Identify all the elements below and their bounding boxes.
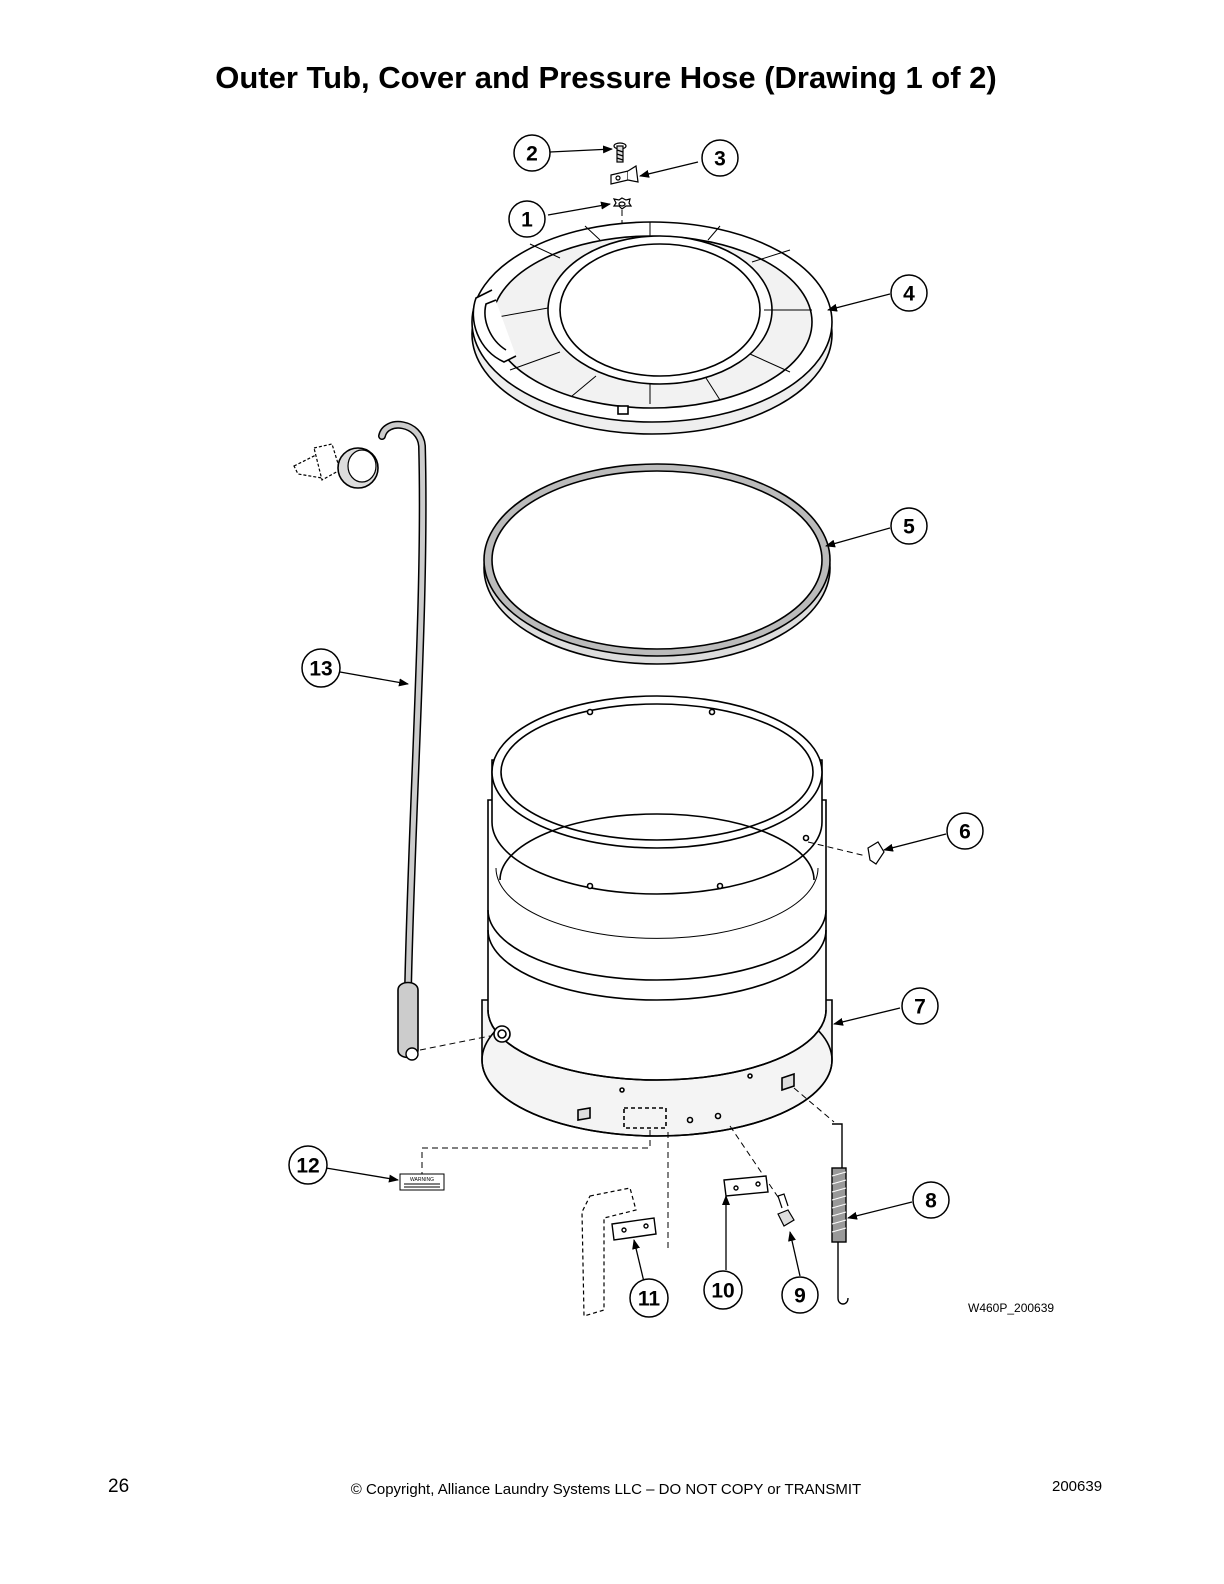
part-12-dash-line (421, 1130, 651, 1176)
part-13-pressure-hose (293, 420, 427, 1061)
document-code: 200639 (1052, 1478, 1103, 1495)
part-1-star-nut (612, 197, 633, 210)
page-title: Outer Tub, Cover and Pressure Hose (Draw… (215, 60, 997, 95)
svg-text:6: 6 (959, 821, 971, 844)
svg-text:9: 9 (794, 1285, 806, 1308)
part-4-tub-cover (471, 221, 833, 435)
part-5-ring-seal (483, 463, 831, 665)
svg-text:12: 12 (296, 1155, 319, 1178)
part-13-dash-line (419, 1035, 491, 1051)
leader-arrows (325, 145, 947, 1283)
callout-13: 13 (301, 648, 341, 688)
part-2-screw (613, 142, 627, 163)
callout-6: 6 (946, 812, 984, 850)
part-8-dash-line (793, 1087, 835, 1123)
callout-4: 4 (890, 274, 928, 312)
svg-text:1: 1 (521, 209, 533, 232)
callout-10: 10 (703, 1270, 743, 1310)
svg-text:5: 5 (903, 516, 915, 539)
drawing-code: W460P_200639 (968, 1301, 1054, 1315)
callout-2: 2 (513, 134, 551, 172)
part-7-outer-tub (481, 695, 833, 1137)
svg-text:13: 13 (309, 658, 332, 681)
callout-9: 9 (781, 1276, 819, 1314)
copyright-notice: © Copyright, Alliance Laundry Systems LL… (350, 1481, 862, 1498)
svg-text:2: 2 (526, 143, 538, 166)
part-11-plate (581, 1187, 657, 1317)
part-9-bolt (777, 1193, 795, 1227)
callout-5: 5 (890, 507, 928, 545)
callout-12: 12 (288, 1145, 328, 1185)
callout-1: 1 (508, 200, 546, 238)
svg-text:7: 7 (914, 996, 926, 1019)
part-8-spring (831, 1123, 849, 1305)
svg-text:10: 10 (711, 1280, 734, 1303)
part-3-bracket (610, 164, 639, 185)
part-9-dash-line (729, 1125, 781, 1201)
part-10-plate (723, 1175, 769, 1197)
part-12-warning-label (399, 1173, 445, 1191)
page-number: 26 (108, 1476, 130, 1497)
callout-3: 3 (701, 139, 739, 177)
callout-8: 8 (912, 1181, 950, 1219)
svg-text:4: 4 (903, 283, 915, 306)
svg-text:8: 8 (925, 1190, 937, 1213)
svg-text:11: 11 (638, 1288, 661, 1311)
warning-label-text: WARNING (410, 1177, 434, 1183)
part-6-clip (867, 841, 885, 865)
callout-7: 7 (901, 987, 939, 1025)
svg-text:3: 3 (714, 148, 726, 171)
callout-11: 11 (629, 1278, 669, 1318)
